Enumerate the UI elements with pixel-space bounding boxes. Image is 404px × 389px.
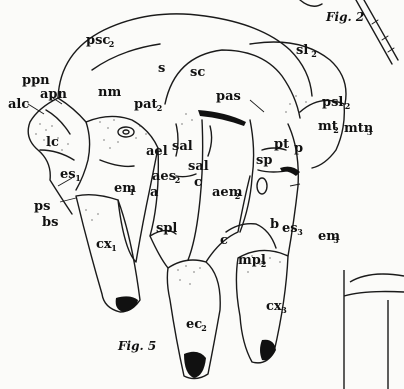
label-sal2: sal xyxy=(188,159,209,174)
label-sal1: sal xyxy=(172,139,193,154)
label-bs: bs xyxy=(42,215,58,230)
label-pat2: pat xyxy=(134,97,158,112)
label-mt2-subscript: 2 xyxy=(333,125,339,135)
label-b: b xyxy=(270,217,279,232)
fig2-caption: Fig. 2 xyxy=(325,10,364,24)
label-sl2: sl xyxy=(296,43,308,58)
label-em1-subscript: 1 xyxy=(129,187,135,197)
label-alc: alc xyxy=(8,97,29,112)
scutum-outline xyxy=(58,14,312,98)
fig5-caption: Fig. 5 xyxy=(117,339,156,353)
label-lc: lc xyxy=(46,135,59,150)
label-aes2-subscript: 2 xyxy=(175,175,181,185)
label-pas: pas xyxy=(216,89,241,104)
label-apn: apn xyxy=(40,87,68,102)
label-ps: ps xyxy=(34,199,50,214)
cx3-tip-dark xyxy=(260,340,276,361)
label-nm: nm xyxy=(98,85,121,100)
label-ec2: ec xyxy=(186,317,202,332)
pleural-pit xyxy=(118,127,134,137)
label-sl2-subscript: 2 xyxy=(311,49,317,59)
label-psc2-subscript: 2 xyxy=(109,39,115,49)
label-c2: c xyxy=(220,233,228,248)
label-ec2-subscript: 2 xyxy=(201,323,207,333)
label-es1-subscript: 1 xyxy=(75,173,81,183)
adjacent-figure-fragment xyxy=(344,270,404,389)
label-cx3: cx xyxy=(266,299,282,314)
label-cx1: cx xyxy=(96,237,112,252)
label-s: s xyxy=(158,61,165,76)
label-psl2-subscript: 2 xyxy=(345,101,351,111)
fig2-fragment-curve xyxy=(300,0,322,6)
label-psc2: psc xyxy=(86,33,110,48)
spiracle xyxy=(257,178,267,194)
scutellum-outline xyxy=(165,50,300,118)
label-pat2-subscript: 2 xyxy=(157,103,163,113)
mesopleuron-outline xyxy=(150,148,168,268)
label-aes2: aes xyxy=(152,169,176,184)
label-c1: c xyxy=(194,175,202,190)
label-es3: es xyxy=(282,221,298,236)
label-es3-subscript: 3 xyxy=(297,227,303,237)
label-pt: pt xyxy=(274,137,289,152)
label-p: p xyxy=(294,141,303,156)
label-ael: ael xyxy=(146,144,168,159)
dark-plate-p xyxy=(280,167,300,176)
label-spl: spl xyxy=(156,221,177,236)
label-cx3-subscript: 3 xyxy=(281,305,287,315)
ec2-tip-dark xyxy=(184,352,206,378)
label-psl2: psl xyxy=(322,95,343,110)
label-cx1-subscript: 1 xyxy=(111,243,117,253)
label-aem2-subscript: 2 xyxy=(235,191,241,201)
label-a: a xyxy=(150,185,159,200)
label-sc: sc xyxy=(190,65,205,80)
label-mtn3-subscript: 3 xyxy=(367,127,373,137)
label-mpl2-subscript: 2 xyxy=(261,259,267,269)
label-em3-subscript: 3 xyxy=(333,235,339,245)
label-es1: es xyxy=(60,167,76,182)
label-ppn: ppn xyxy=(22,73,50,88)
cx1-tip-dark xyxy=(116,296,138,312)
label-sp: sp xyxy=(256,153,272,168)
dark-plate-tegula xyxy=(198,110,246,126)
